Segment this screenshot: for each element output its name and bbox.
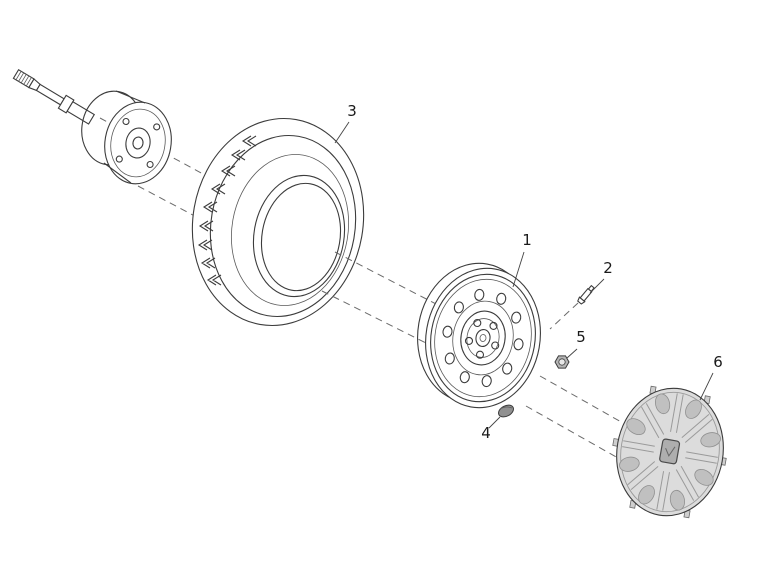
- axle-hub-assembly: [12, 68, 172, 185]
- hub-stud-holes: [115, 117, 161, 169]
- cover-rim-clips: [612, 385, 727, 519]
- rim-vent-holes: [442, 288, 524, 388]
- lug-bolt-holes: [464, 318, 500, 359]
- leader-line-5: [566, 348, 578, 359]
- centerline-tire-to-wheel: [321, 251, 439, 345]
- part-label-steel-wheel: 1: [522, 231, 532, 249]
- cover-spokes: [622, 393, 718, 511]
- part-label-wheel-nut: 5: [576, 328, 586, 346]
- leader-line-6: [699, 372, 714, 401]
- leader-line-4: [488, 416, 501, 429]
- centerline-wheel-to-cover: [525, 302, 631, 459]
- spline-hatching: [15, 71, 32, 87]
- part-labels: 1 2 3 4 5 6: [347, 102, 723, 442]
- tread-chevrons: [197, 135, 257, 286]
- wheel-cover: [612, 385, 727, 519]
- leader-lines: [334, 121, 714, 429]
- part-label-bolt-cap: 4: [481, 424, 491, 442]
- part-label-valve-stem: 2: [603, 259, 613, 277]
- cover-center-emblem: [659, 438, 681, 465]
- leader-line-2: [589, 278, 605, 294]
- wheel-nut: [554, 355, 570, 369]
- axle-shaft: [12, 68, 96, 125]
- part-label-tire: 3: [347, 102, 357, 120]
- tire: [191, 117, 365, 327]
- part-label-wheel-cover: 6: [713, 353, 723, 371]
- cover-slots: [619, 393, 721, 511]
- bolt-cap: [498, 404, 514, 418]
- hub-drum: [81, 90, 172, 185]
- valve-stem: [577, 284, 595, 305]
- steel-wheel: [417, 262, 541, 409]
- leader-line-3: [334, 121, 350, 144]
- leader-line-1: [512, 251, 525, 288]
